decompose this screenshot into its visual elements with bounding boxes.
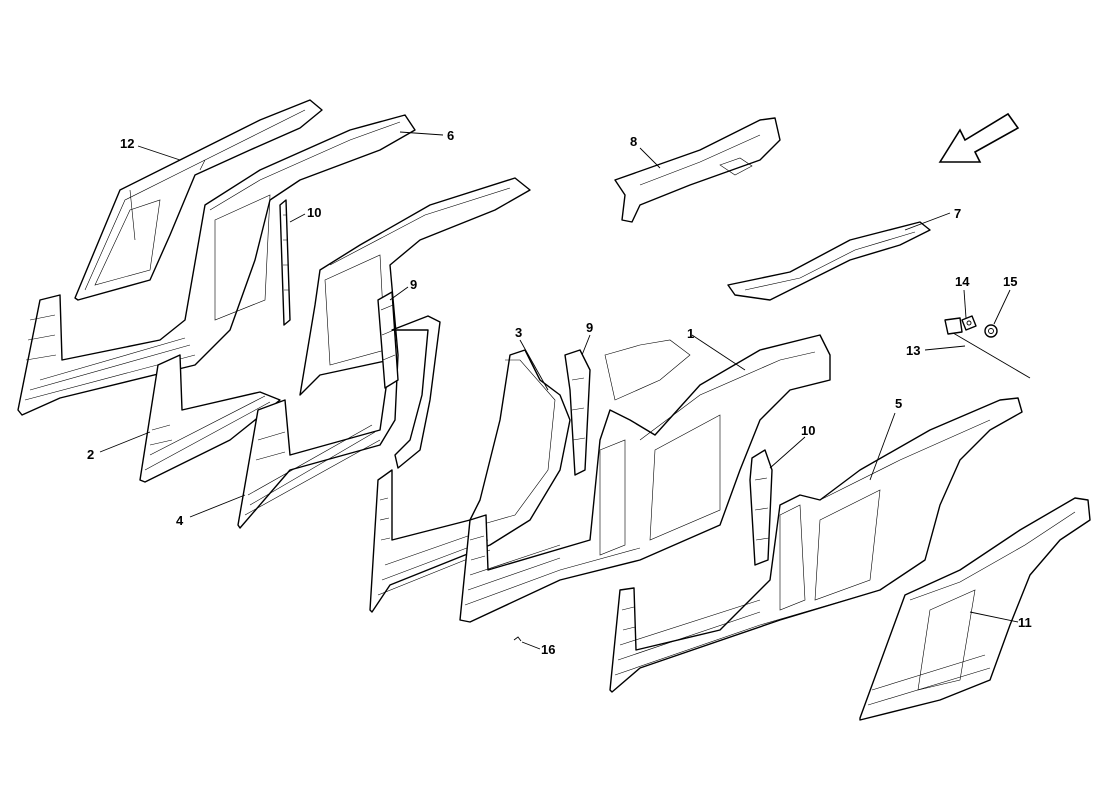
orientation-arrow-icon <box>938 112 1020 163</box>
part-13-rod[interactable] <box>944 317 1031 379</box>
callout-4: 4 <box>176 513 184 528</box>
part-8-rear-panel[interactable] <box>614 117 781 223</box>
part-2-sill-panel[interactable] <box>139 354 281 483</box>
callout-13: 13 <box>906 343 920 358</box>
callout-16: 16 <box>541 642 555 657</box>
part-6-roof-rail[interactable] <box>17 114 416 416</box>
callout-5: 5 <box>895 396 902 411</box>
callout-7: 7 <box>954 206 961 221</box>
leader-lines <box>99 131 1019 650</box>
part-5-rear-quarter[interactable] <box>609 397 1023 693</box>
callout-9b: 9 <box>586 320 593 335</box>
callout-3: 3 <box>515 325 522 340</box>
callout-10b: 10 <box>801 423 815 438</box>
part-16-clip[interactable] <box>513 636 522 642</box>
part-1-side-panel[interactable] <box>459 334 831 623</box>
part-10-lower-strip[interactable] <box>749 449 773 566</box>
callout-9a: 9 <box>410 277 417 292</box>
callout-1: 1 <box>687 326 694 341</box>
callout-15: 15 <box>1003 274 1017 289</box>
part-9-mid-brace[interactable] <box>564 349 591 476</box>
callout-8: 8 <box>630 134 637 149</box>
part-14-bolt[interactable] <box>961 315 977 331</box>
callout-10a: 10 <box>307 205 321 220</box>
part-7-lower-panel[interactable] <box>727 221 931 301</box>
inner-door-frame-strip[interactable] <box>391 315 441 469</box>
callout-labels: 1 2 3 4 5 6 7 8 9 9 10 10 11 12 13 14 15… <box>87 128 1032 657</box>
callout-6: 6 <box>447 128 454 143</box>
part-11-outer-quarter[interactable] <box>859 497 1091 721</box>
part-15-nut[interactable] <box>984 324 998 338</box>
callout-11: 11 <box>1018 615 1032 630</box>
part-10-upper-strip[interactable] <box>279 199 291 326</box>
part-9-upper-brace[interactable] <box>377 291 399 389</box>
callout-2: 2 <box>87 447 94 462</box>
callout-12: 12 <box>120 136 134 151</box>
callout-14: 14 <box>955 274 970 289</box>
